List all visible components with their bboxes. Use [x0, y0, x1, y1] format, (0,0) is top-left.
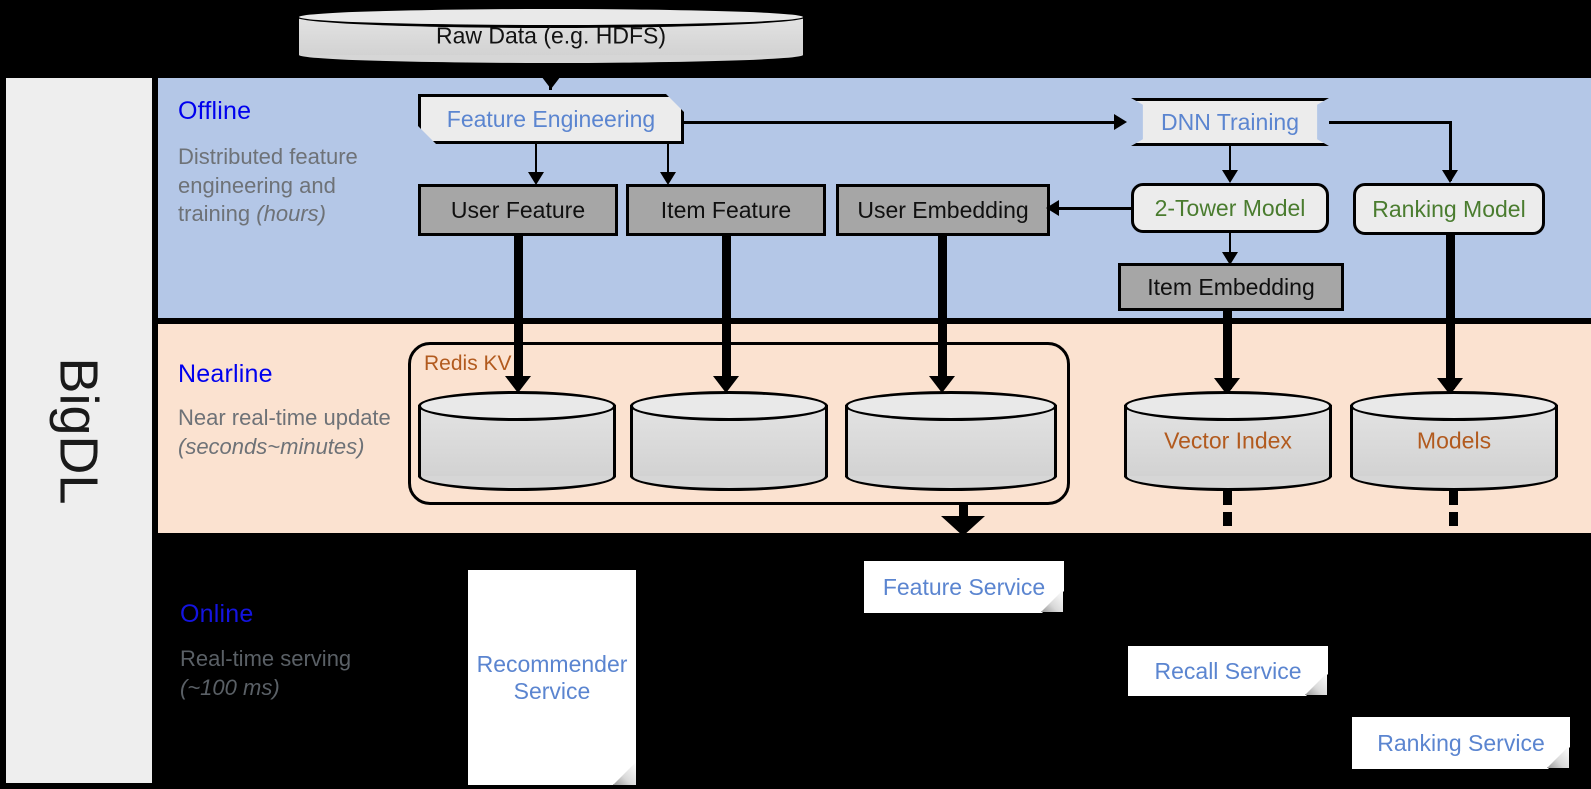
node-item-feature[interactable]: Item Feature	[626, 184, 826, 236]
arrowhead-user-embedding-store-icon	[929, 376, 955, 393]
connector-two-tower-to-user-embedding	[1056, 207, 1134, 210]
node-dnn-training-label: DNN Training	[1160, 108, 1300, 135]
node-two-tower-model-label: 2-Tower Model	[1154, 194, 1306, 221]
nearline-band-title: Nearline	[178, 360, 273, 388]
online-band-title: Online	[180, 600, 254, 628]
cylinder-top	[630, 391, 828, 421]
arrowhead-fe-to-user-feature-icon	[528, 172, 544, 185]
online-subtitle-italic: (~100 ms)	[180, 674, 280, 700]
nearline-subtitle-italic: (seconds~minutes)	[178, 433, 365, 459]
node-two-tower-model[interactable]: 2-Tower Model	[1131, 183, 1329, 233]
arrowhead-dnn-to-two-tower-icon	[1222, 170, 1238, 183]
redis-kv-group	[408, 342, 1070, 505]
raw-data-store: Raw Data (e.g. HDFS)	[296, 6, 806, 66]
connector-dnn-to-ranking-v	[1449, 121, 1452, 181]
service-recommender[interactable]: Recommender Service	[468, 570, 636, 785]
platform-rail: BigDL	[6, 78, 152, 783]
pipe-item-feature-to-store	[722, 236, 731, 386]
nearline-band-subtitle: Near real-time update (seconds~minutes)	[178, 404, 408, 461]
offline-subtitle-italic: (hours)	[256, 201, 326, 227]
connector-fe-to-item-feature	[667, 144, 669, 180]
connector-two-tower-to-item-embedding	[1229, 233, 1231, 263]
arrowhead-rawdata-to-fe-icon	[538, 72, 564, 89]
pipe-vector-index-dash-1	[1223, 491, 1232, 505]
arrowhead-redis-feature-service-icon	[941, 516, 985, 536]
node-feature-engineering[interactable]: Feature Engineering	[418, 94, 684, 144]
node-ranking-model-label: Ranking Model	[1372, 195, 1526, 222]
arrowhead-two-tower-to-item-embedding-icon	[1222, 252, 1238, 265]
pipe-vector-index-dash-2	[1223, 512, 1232, 526]
node-user-feature[interactable]: User Feature	[418, 184, 618, 236]
connector-dnn-to-two-tower	[1229, 146, 1231, 181]
service-recommender-label: Recommender Service	[476, 650, 628, 704]
node-user-embedding-label: User Embedding	[857, 196, 1029, 223]
node-dnn-training[interactable]: DNN Training	[1131, 98, 1329, 146]
cylinder-top	[1124, 391, 1332, 421]
cylinder-top	[418, 391, 616, 421]
pipe-ranking-model-to-models	[1446, 235, 1455, 389]
node-user-feature-label: User Feature	[450, 196, 586, 223]
arrowhead-two-tower-to-user-embedding-icon	[1046, 200, 1059, 216]
arrowhead-fe-to-item-feature-icon	[660, 172, 676, 185]
node-ranking-model[interactable]: Ranking Model	[1353, 183, 1545, 235]
store-models: Models	[1350, 391, 1558, 491]
arrowhead-fe-to-dnn-icon	[1114, 114, 1127, 130]
connector-dnn-to-ranking-h	[1329, 121, 1451, 124]
nearline-subtitle-plain: Near real-time update	[178, 405, 391, 430]
arrowhead-item-feature-store-icon	[713, 376, 739, 393]
arrowhead-user-feature-store-icon	[505, 376, 531, 393]
cylinder-top	[845, 391, 1057, 421]
node-feature-engineering-label: Feature Engineering	[446, 105, 656, 132]
service-feature-label: Feature Service	[882, 573, 1046, 600]
raw-data-label: Raw Data (e.g. HDFS)	[435, 22, 667, 49]
connector-fe-to-dnn	[684, 121, 1116, 124]
pipe-models-dash-1	[1449, 491, 1458, 505]
offline-subtitle-plain: Distributed feature engineering and trai…	[178, 144, 358, 227]
store-user-feature-kv	[418, 391, 616, 491]
service-feature[interactable]: Feature Service	[864, 561, 1064, 613]
platform-name-label: BigDL	[49, 356, 110, 505]
cylinder-top	[296, 6, 806, 28]
offline-band-title: Offline	[178, 97, 252, 125]
store-user-embedding-kv	[845, 391, 1057, 491]
node-user-embedding[interactable]: User Embedding	[836, 184, 1050, 236]
pipe-item-embedding-to-vector-index	[1223, 311, 1232, 389]
online-subtitle-plain: Real-time serving	[180, 646, 352, 671]
service-ranking[interactable]: Ranking Service	[1352, 717, 1570, 769]
connector-fe-to-user-feature	[535, 144, 537, 180]
online-band-subtitle: Real-time serving (~100 ms)	[180, 645, 410, 702]
redis-kv-label: Redis KV	[424, 352, 512, 375]
cylinder-top	[1350, 391, 1558, 421]
node-item-embedding[interactable]: Item Embedding	[1118, 263, 1344, 311]
service-recall[interactable]: Recall Service	[1128, 646, 1328, 696]
pipe-redis-to-feature-service	[959, 505, 968, 521]
store-item-feature-kv	[630, 391, 828, 491]
store-vector-index-label: Vector Index	[1164, 427, 1292, 454]
store-models-label: Models	[1416, 427, 1492, 454]
offline-band-subtitle: Distributed feature engineering and trai…	[178, 143, 408, 229]
service-ranking-label: Ranking Service	[1377, 729, 1545, 756]
pipe-models-dash-2	[1449, 512, 1458, 526]
store-vector-index: Vector Index	[1124, 391, 1332, 491]
pipe-user-embedding-to-store	[938, 236, 947, 386]
service-recall-label: Recall Service	[1154, 657, 1302, 684]
node-item-feature-label: Item Feature	[660, 196, 792, 223]
arrowhead-dnn-to-ranking-icon	[1442, 170, 1458, 183]
pipe-user-feature-to-store	[514, 236, 523, 386]
node-item-embedding-label: Item Embedding	[1147, 273, 1315, 300]
